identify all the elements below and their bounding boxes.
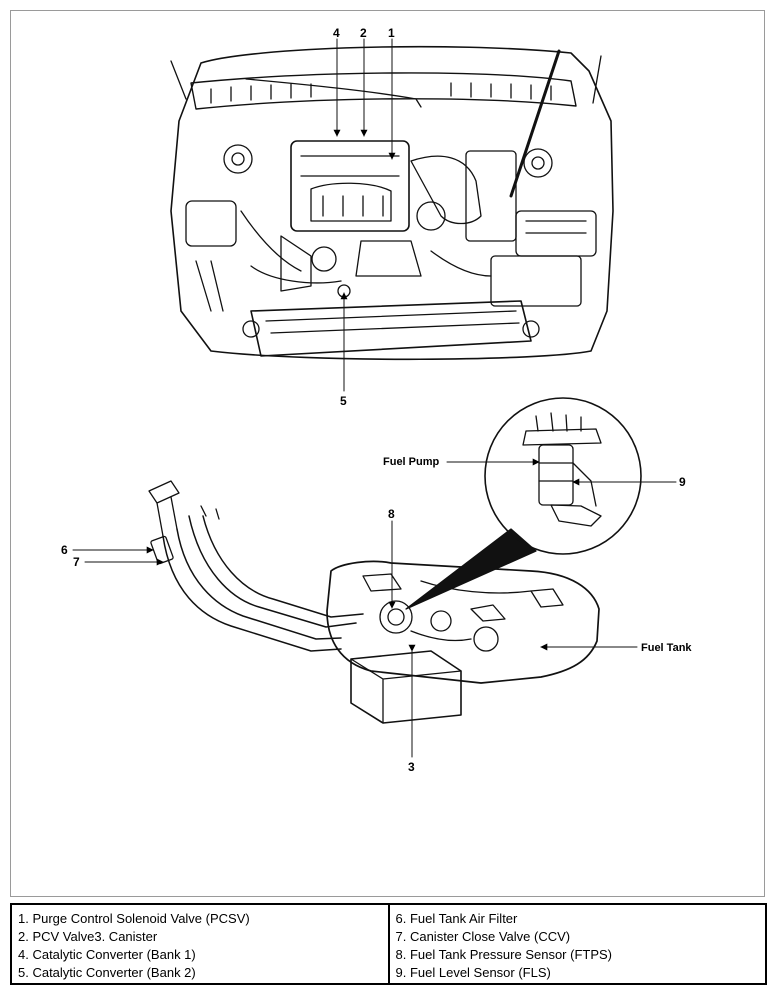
legend-item: 7. Canister Close Valve (CCV) xyxy=(395,929,571,944)
legend-table: 1. Purge Control Solenoid Valve (PCSV) 2… xyxy=(10,903,767,985)
legend-column-right: 6. Fuel Tank Air Filter 7. Canister Clos… xyxy=(387,905,766,983)
callout-3: 3 xyxy=(408,760,415,774)
fuel-system-illustration xyxy=(148,397,642,724)
legend-item: 9. Fuel Level Sensor (FLS) xyxy=(395,965,551,980)
legend-column-left: 1. Purge Control Solenoid Valve (PCSV) 2… xyxy=(12,905,388,983)
legend-item: 6. Fuel Tank Air Filter xyxy=(395,911,518,926)
diagram-drawing xyxy=(72,38,677,758)
callout-4: 4 xyxy=(333,26,340,40)
callout-5: 5 xyxy=(340,394,347,408)
engine-callout-leaders xyxy=(333,38,396,392)
callout-7: 7 xyxy=(73,555,80,569)
legend-item: 4. Catalytic Converter (Bank 1) xyxy=(18,947,196,962)
legend-item: 2. PCV Valve3. Canister xyxy=(18,929,158,944)
engine-bay-illustration xyxy=(170,45,614,361)
callout-9: 9 xyxy=(679,475,686,489)
legend-item: 8. Fuel Tank Pressure Sensor (FTPS) xyxy=(395,947,613,962)
label-fuel-tank: Fuel Tank xyxy=(641,642,692,654)
diagram-figure: 4 2 1 5 8 9 6 7 3 Fuel Pump Fuel Tank xyxy=(10,10,765,897)
label-fuel-pump: Fuel Pump xyxy=(383,456,440,468)
legend-item: 1. Purge Control Solenoid Valve (PCSV) xyxy=(18,911,250,926)
callout-8: 8 xyxy=(388,507,395,521)
fuel-callout-leaders xyxy=(72,458,677,758)
callout-6: 6 xyxy=(61,543,68,557)
callout-1: 1 xyxy=(388,26,395,40)
legend-item: 5. Catalytic Converter (Bank 2) xyxy=(18,965,196,980)
callout-2: 2 xyxy=(360,26,367,40)
